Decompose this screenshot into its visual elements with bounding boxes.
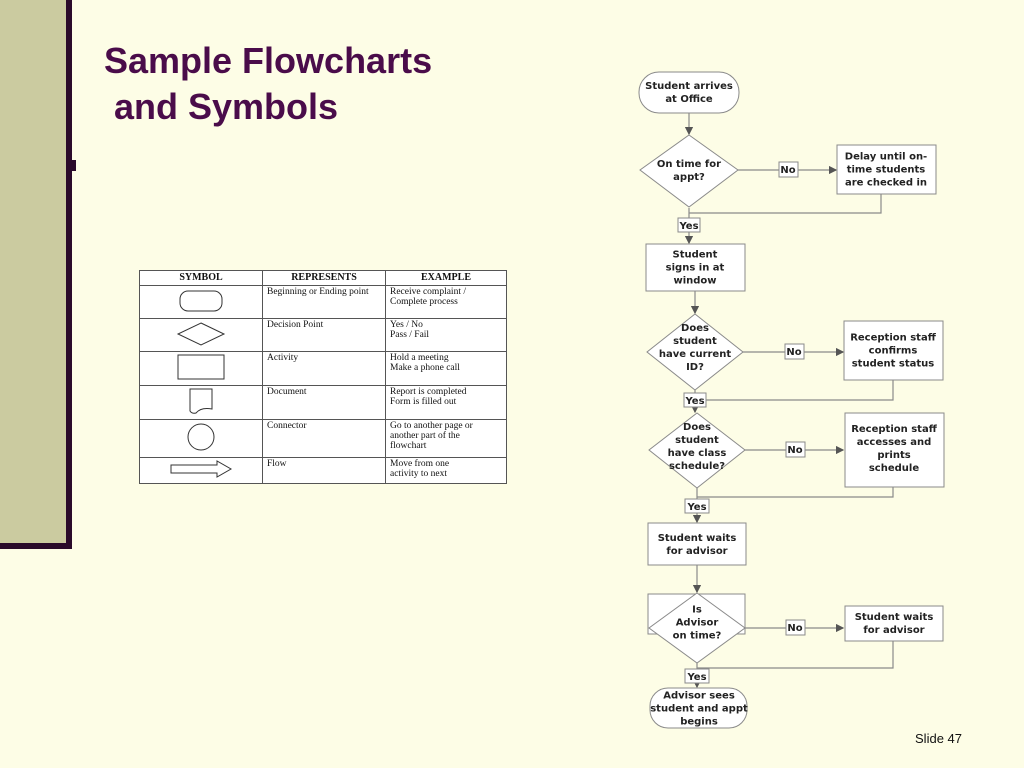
process-confirm-status — [843, 320, 944, 381]
process-wait — [647, 522, 747, 566]
flow-return-connector — [689, 194, 882, 214]
flow-return-connector — [697, 487, 894, 498]
symbol-cell — [139, 385, 263, 420]
table-row: Beginning or Ending point Receive compla… — [139, 285, 507, 319]
no-label-box — [784, 343, 805, 360]
rounded-rectangle-icon — [179, 290, 223, 311]
no-label-box — [785, 619, 806, 636]
example-text: Report is completed Form is filled out — [390, 387, 467, 407]
yes-label: Yes — [686, 502, 706, 513]
example-text: Go to another page or another part of th… — [390, 421, 473, 451]
table-row: Connector Go to another page or another … — [139, 419, 507, 458]
decorative-sidebar — [0, 0, 72, 546]
flow-return-connector — [695, 380, 894, 401]
no-label-box — [785, 441, 806, 458]
decision-current-id — [646, 313, 744, 391]
diamond-icon — [176, 321, 226, 346]
slide-title-line2: and Symbols — [114, 86, 339, 127]
example-text: Receive complaint / Complete process — [390, 287, 466, 307]
yes-label-box — [684, 498, 710, 514]
decision-on-time — [639, 134, 739, 208]
slide-number: Slide 47 — [915, 731, 962, 746]
yes-label: Yes — [678, 221, 698, 232]
example-text: Yes / No Pass / Fail — [390, 320, 430, 340]
rectangle-icon — [177, 354, 225, 380]
example-text: Move from one activity to next — [390, 459, 450, 479]
table-row: Document Report is completed Form is fil… — [139, 385, 507, 420]
sidebar-notch — [66, 160, 76, 171]
process-delay — [836, 144, 937, 195]
table-row: Flow Move from one activity to next — [139, 457, 507, 484]
circle-icon — [187, 423, 215, 451]
yes-label-box — [683, 392, 707, 408]
symbol-cell — [139, 285, 263, 319]
symbol-cell — [139, 419, 263, 458]
represents-text: Flow — [267, 459, 287, 469]
arrow-icon — [170, 460, 233, 478]
represents-text: Activity — [267, 353, 299, 363]
flow-return-connector — [697, 641, 894, 669]
start-terminal — [638, 71, 740, 114]
process-sign-in — [645, 243, 746, 292]
symbol-cell — [139, 318, 263, 352]
no-label: No — [780, 165, 795, 176]
sidebar-bottom-rule — [0, 543, 72, 549]
process-print-schedule — [844, 412, 945, 488]
no-label-box — [778, 161, 799, 178]
document-icon — [189, 388, 213, 414]
represents-text: Document — [267, 387, 307, 397]
decision-advisor-on-time — [648, 592, 746, 664]
decision-class-schedule — [648, 412, 746, 489]
represents-text: Decision Point — [267, 320, 324, 330]
end-terminal — [649, 687, 748, 729]
yes-label: Yes — [684, 396, 704, 407]
yes-label-box — [684, 668, 710, 684]
symbol-cell — [139, 457, 263, 484]
slide-title-line1: Sample Flowcharts — [104, 40, 433, 81]
no-label: No — [787, 623, 802, 634]
represents-text: Connector — [267, 421, 307, 431]
slide-title: Sample Flowcharts and Symbols — [104, 38, 432, 130]
no-label: No — [786, 347, 801, 358]
symbol-table: SYMBOL REPRESENTS EXAMPLE Beginning or E… — [139, 270, 507, 484]
process-student-waits — [844, 605, 944, 642]
represents-text: Beginning or Ending point — [267, 287, 369, 297]
yes-label: Yes — [686, 672, 706, 683]
table-row: Decision Point Yes / No Pass / Fail — [139, 318, 507, 352]
example-text: Hold a meeting Make a phone call — [390, 353, 460, 373]
no-label: No — [787, 445, 802, 456]
yes-label-box — [677, 217, 701, 233]
